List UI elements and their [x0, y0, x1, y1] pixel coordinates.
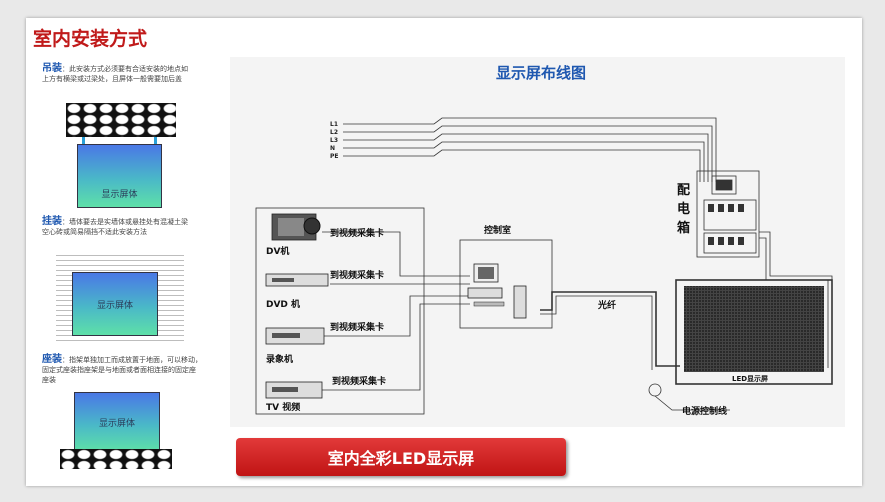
power-line-pointer	[654, 395, 730, 411]
hang-description: 吊装：此安装方式必须要有合适安装的地点如 上方有横梁或过梁处，且屏体一般需要加后…	[42, 63, 188, 84]
breaker-4	[738, 204, 744, 212]
line-label-l3: L3	[330, 137, 338, 144]
led-screen-frame	[675, 279, 833, 385]
breaker-1	[708, 204, 714, 212]
line-l2-wire	[343, 125, 713, 182]
tv-link	[322, 303, 470, 391]
vcr-link	[324, 295, 470, 337]
control-room-frame	[459, 239, 553, 329]
wall-screen: 显示屏体	[72, 272, 158, 336]
fiber-label: 光纤	[597, 299, 616, 311]
distribution-box-label-1: 配	[677, 183, 690, 198]
dv-link	[322, 231, 470, 277]
line-pe-wire	[343, 149, 701, 182]
breaker-2	[718, 204, 724, 212]
line-label-pe: PE	[330, 153, 339, 160]
seat-description: 座装：指架单独加工而成放置于地面，可以移动， 固定式座装指座架是与地面或者面相连…	[42, 354, 202, 385]
line-label-l2: L2	[330, 129, 338, 136]
wall-description: 挂装：墙体要去是实墙体或悬挂处有混凝土梁 空心砖或简易隔挡不适此安装方法	[42, 216, 188, 237]
wall-label: 挂装	[42, 216, 62, 227]
fiber-cable-inner	[540, 295, 653, 370]
breaker-5	[708, 237, 714, 245]
device-label-dv: DV机	[266, 245, 289, 257]
distribution-meter	[711, 175, 737, 195]
seat-label: 座装	[42, 354, 62, 365]
breaker-3	[728, 204, 734, 212]
devices-frame	[255, 207, 425, 415]
bottom-banner: 室内全彩LED显示屏	[236, 438, 566, 476]
line-n-wire	[343, 141, 705, 182]
distribution-box-label-3: 箱	[677, 220, 690, 236]
hanger-rod-right	[154, 137, 157, 145]
ceiling-beam-texture	[66, 103, 176, 137]
computer-icon	[467, 263, 527, 319]
hang-screen: 显示屏体	[77, 144, 162, 208]
fiber-cable	[540, 291, 680, 367]
breaker-7	[728, 237, 734, 245]
floor-texture	[60, 449, 172, 469]
capture-label-4: 到视频采集卡	[332, 375, 386, 387]
page-title: 室内安装方式	[33, 28, 148, 50]
control-room-label: 控制室	[484, 224, 511, 236]
diagram-title: 显示屏布线图	[496, 64, 587, 82]
dvd-player-icon	[265, 273, 329, 287]
meter-display	[715, 179, 733, 191]
breaker-row-2	[703, 232, 757, 254]
hang-label: 吊装	[42, 63, 62, 74]
device-label-vcr: 录象机	[266, 353, 293, 365]
hanger-rod-left	[82, 137, 85, 145]
dv-camera-icon	[271, 213, 321, 241]
seat-screen: 显示屏体	[74, 392, 160, 452]
breaker-8	[738, 237, 744, 245]
capture-label-2: 到视频采集卡	[330, 269, 384, 281]
breaker-6	[718, 237, 724, 245]
line-l3-wire	[343, 133, 709, 182]
capture-label-3: 到视频采集卡	[330, 321, 384, 333]
breaker-row-1	[703, 199, 757, 231]
device-label-tv: TV 视频	[266, 401, 300, 413]
capture-label-1: 到视频采集卡	[330, 227, 384, 239]
distribution-box-label-2: 电	[677, 201, 690, 217]
power-line-label: 电源控制线	[682, 405, 727, 417]
line-label-n: N	[330, 145, 335, 152]
led-screen-label: LED显示屏	[732, 374, 768, 383]
line-label-l1: L1	[330, 121, 338, 128]
power-line-marker	[648, 383, 662, 397]
line-l1-wire	[343, 117, 717, 182]
device-label-dvd: DVD 机	[266, 298, 300, 310]
distribution-box-frame	[696, 170, 760, 258]
